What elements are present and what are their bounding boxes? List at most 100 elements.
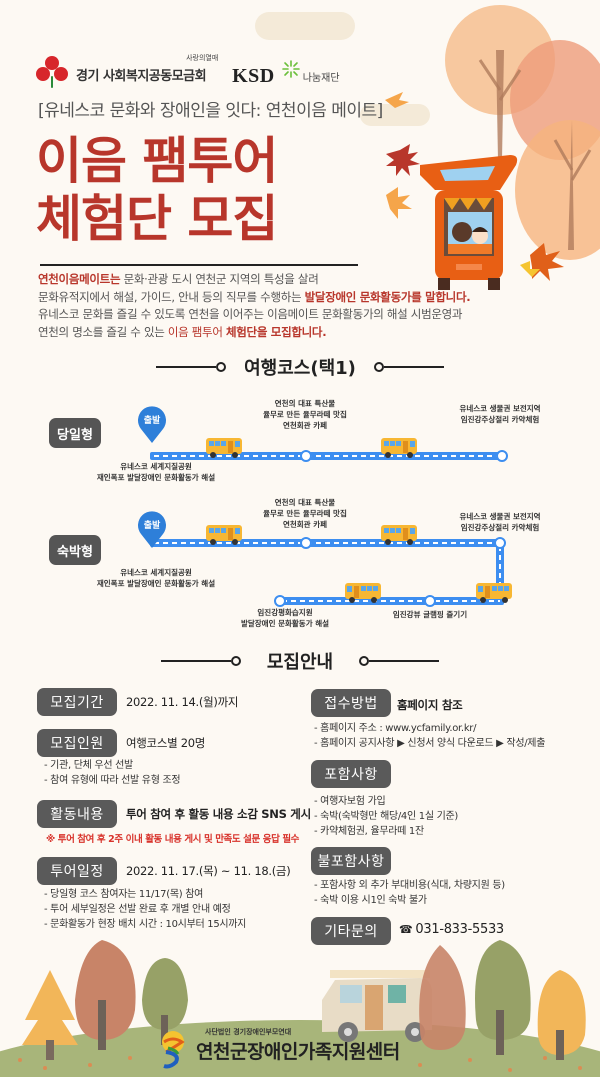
period-badge: 모집기간 <box>37 688 117 716</box>
heading-line <box>156 366 217 368</box>
title-divider <box>40 264 358 266</box>
activity-badge: 활동내용 <box>37 800 117 828</box>
page-title: 이음 팸투어 체험단 모집 <box>36 132 278 248</box>
bullet-item: - 문화활동가 현장 배치 시간 : 10시부터 15시까지 <box>44 919 247 930</box>
start-pin-icon <box>138 406 166 443</box>
cloud-decoration <box>255 12 355 40</box>
overnight-stop1-text: 연천의 대표 특산물 율무로 만든 율무라떼 맛집 연천회관 카페 <box>250 497 360 530</box>
bullet-item: - 카약체험권, 율무라떼 1잔 <box>314 826 424 837</box>
route-text-line: 임진강평화습지원 <box>257 608 313 617</box>
bus-icon <box>381 525 417 545</box>
overnight-stop2-text: 유네스코 생물권 보전지역 임진강주상절리 카약체험 <box>440 511 560 533</box>
overnight-start-text: 유네스코 세계지질공원 재인폭포 발달장애인 문화활동가 해설 <box>86 567 226 589</box>
heading-line <box>383 366 444 368</box>
footer-scenery <box>0 940 600 1077</box>
ksd-sparkle-icon <box>281 60 300 78</box>
route-text-line: 재인폭포 발달장애인 문화활동가 해설 <box>96 579 216 588</box>
route-text-line: 유네스코 세계지질공원 <box>120 462 192 471</box>
courses-section-heading: 여행코스(택1) <box>0 354 600 380</box>
route-text-line: 임진강주상절리 카약체험 <box>460 415 540 424</box>
day-stop1-text: 연천의 대표 특산물 율무로 만든 율무라떼 맛집 연천회관 카페 <box>250 398 360 431</box>
community-chest-flower-icon <box>36 56 68 88</box>
recruit-section-heading: 모집안내 <box>0 648 600 674</box>
overnight-route-line-top <box>150 539 504 547</box>
route-stop-node <box>494 537 506 549</box>
heading-line <box>369 660 440 662</box>
heading-ring-icon <box>359 656 370 666</box>
heading-ring-icon <box>216 362 227 372</box>
included-badge: 포함사항 <box>311 760 391 788</box>
ksd-foundation-text: 나눔재단 <box>302 73 340 84</box>
route-stop-node <box>300 537 312 549</box>
route-stop-node <box>424 595 436 607</box>
route-text-line: 발달장애인 문화활동가 해설 <box>240 619 330 628</box>
recruit-heading-text: 모집안내 <box>266 652 334 673</box>
excluded-bullets: - 포함사항 외 추가 부대비용(식대, 차량지원 등) - 숙박 이용 시1인… <box>314 878 505 908</box>
overnight-route-line-vertical <box>496 542 504 600</box>
bullet-item: - 기관, 단체 우선 선발 <box>44 760 133 771</box>
people-value: 여행코스별 20명 <box>126 736 206 750</box>
bus-icon <box>345 583 381 603</box>
org-parent-name: 사단법인 경기장애인부모연대 <box>205 1028 292 1036</box>
ksd-brand-text: KSD <box>232 65 275 87</box>
community-chest-logo-text: 경기 사회복지공동모금회 <box>76 69 207 84</box>
start-pin-label: 출발 <box>143 416 161 426</box>
overnight-stop4-text: 임진강평화습지원 발달장애인 문화활동가 해설 <box>230 607 340 629</box>
route-text-line: 연천의 대표 특산물 <box>274 399 336 408</box>
intro-highlight: 체험단을 모집합니다. <box>225 324 327 339</box>
contact-phone-number: 031-833-5533 <box>415 922 504 937</box>
overnight-course-badge: 숙박형 <box>49 535 101 565</box>
ksd-logo: 사랑의열매 KSD 나눔재단 <box>186 54 340 88</box>
ksd-logo-small-text: 사랑의열매 <box>186 54 219 62</box>
route-text-line: 율무로 만든 율무라떼 맛집 <box>263 509 347 518</box>
route-stop-node <box>496 450 508 462</box>
start-pin-label: 출발 <box>143 521 161 531</box>
phone-icon: ☎ <box>399 923 413 936</box>
route-text-line: 연천회관 카페 <box>282 520 327 529</box>
bus-icon <box>476 583 512 603</box>
route-text-line: 유네스코 생물권 보전지역 <box>459 404 541 413</box>
route-stop-node <box>274 595 286 607</box>
people-badge: 모집인원 <box>37 729 117 757</box>
intro-text: 연천의 명소를 즐길 수 있는 <box>38 324 168 339</box>
schedule-badge: 투어일정 <box>37 857 117 885</box>
intro-paragraph: 연천이음메이트는 문화·관광 도시 연천군 지역의 특성을 살려 문화유적지에서… <box>38 271 471 341</box>
bus-icon <box>206 438 242 458</box>
route-text-line: 임진강주상절리 카약체험 <box>460 523 540 532</box>
excluded-badge: 불포함사항 <box>311 847 391 875</box>
bullet-item: - 투어 세부일정은 선발 완료 후 개별 안내 예정 <box>44 904 231 915</box>
people-bullets: - 기관, 단체 우선 선발 - 참여 유형에 따라 선발 유형 조정 <box>44 758 181 788</box>
apply-badge: 접수방법 <box>311 689 391 717</box>
intro-highlight: 발달장애인 문화활동가를 말합니다. <box>304 289 471 304</box>
schedule-value: 2022. 11. 17.(목) ~ 11. 18.(금) <box>126 864 291 878</box>
activity-value: 투어 참여 후 활동 내용 소감 SNS 게시 <box>126 807 311 821</box>
intro-text: 문화유적지에서 해설, 가이드, 안내 등의 직무를 수행하는 <box>38 289 305 304</box>
bullet-item: - 홈페이지 공지사항 ▶ 신청서 양식 다운로드 ▶ 작성/제출 <box>314 738 546 749</box>
bullet-item: - 숙박(숙박형만 해당/4인 1실 기준) <box>314 811 459 822</box>
org-logo-icon <box>162 1031 185 1069</box>
route-text-line: 율무로 만든 율무라떼 맛집 <box>263 410 347 419</box>
start-pin-icon <box>138 511 166 548</box>
period-value: 2022. 11. 14.(월)까지 <box>126 695 239 709</box>
route-text-line: 유네스코 세계지질공원 <box>120 568 192 577</box>
route-text-line: 임진강뷰 글램핑 즐기기 <box>392 610 468 619</box>
intro-text: 문화·관광 도시 연천군 지역의 특성을 살려 <box>120 272 319 286</box>
route-text-line: 연천의 대표 특산물 <box>274 498 336 507</box>
bullet-item: - 홈페이지 주소 : www.ycfamily.or.kr/ <box>314 723 477 734</box>
day-route-line <box>150 452 504 460</box>
bus-icon <box>206 525 242 545</box>
event-subtitle: [유네스코 문화와 장애인을 잇다: 연천이음 메이트] <box>38 101 383 121</box>
day-course-badge: 당일형 <box>49 418 101 448</box>
heading-ring-icon <box>373 362 384 372</box>
cloud-decoration <box>360 104 430 126</box>
intro-highlight: 이음 팸투어 <box>167 324 226 339</box>
heading-ring-icon <box>230 656 241 666</box>
bullet-item: - 포함사항 외 추가 부대비용(식대, 차량지원 등) <box>314 880 505 891</box>
day-start-text: 유네스코 세계지질공원 재인폭포 발달장애인 문화활동가 해설 <box>86 461 226 483</box>
bullet-item: - 여행자보험 가입 <box>314 796 386 807</box>
route-text-line: 연천회관 카페 <box>282 421 327 430</box>
title-line-1: 이음 팸투어 <box>36 132 278 190</box>
bullet-item: - 당일형 코스 참여자는 11/17(목) 참여 <box>44 889 204 900</box>
heading-line <box>160 660 231 662</box>
bus-icon <box>381 438 417 458</box>
